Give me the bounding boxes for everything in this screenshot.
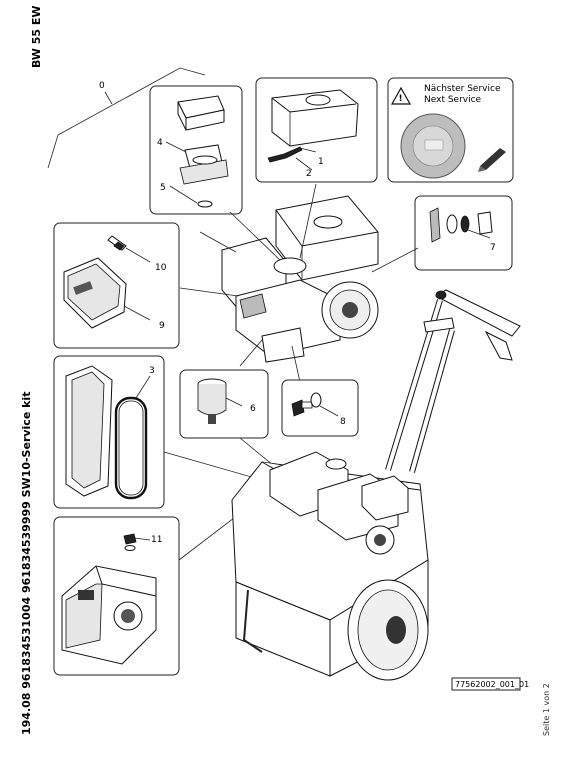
- air-filter-box: 4 5: [149, 85, 243, 215]
- engine-illustration: [179, 183, 419, 383]
- fuel-tank-box: 1 2: [255, 77, 378, 183]
- callout-5: 5: [160, 183, 166, 193]
- service-sticker-box: ! Nächster Service Next Service: [387, 77, 514, 183]
- fuel-filter-box: 6: [179, 369, 269, 439]
- belt-box: 3: [53, 355, 165, 509]
- callout-7: 7: [490, 243, 496, 253]
- callout-4: 4: [157, 138, 163, 148]
- part-7-box: 7: [414, 195, 513, 271]
- drawing-number: 77562002_001_01: [455, 680, 529, 689]
- callout-6: 6: [250, 404, 256, 414]
- service-next-de: Nächster Service: [424, 84, 501, 94]
- callout-8: 8: [340, 417, 346, 427]
- callout-10: 10: [155, 263, 167, 273]
- callout-2: 2: [306, 169, 312, 179]
- callout-9: 9: [159, 321, 165, 331]
- drain-bolt-box: 8: [281, 379, 359, 437]
- valve-cover-box: 10 9: [53, 222, 180, 349]
- gearbox-box: 11: [53, 516, 180, 676]
- svg-text:!: !: [399, 94, 403, 104]
- callout-3: 3: [149, 366, 155, 376]
- drawing-number-box: 77562002_001_01: [451, 677, 529, 691]
- callout-0-bracket: 0: [47, 67, 206, 169]
- callout-1: 1: [318, 157, 324, 167]
- roller-machine-illustration: [231, 289, 521, 681]
- service-next-en: Next Service: [424, 95, 482, 105]
- callout-11: 11: [151, 535, 162, 545]
- callout-0: 0: [99, 81, 105, 91]
